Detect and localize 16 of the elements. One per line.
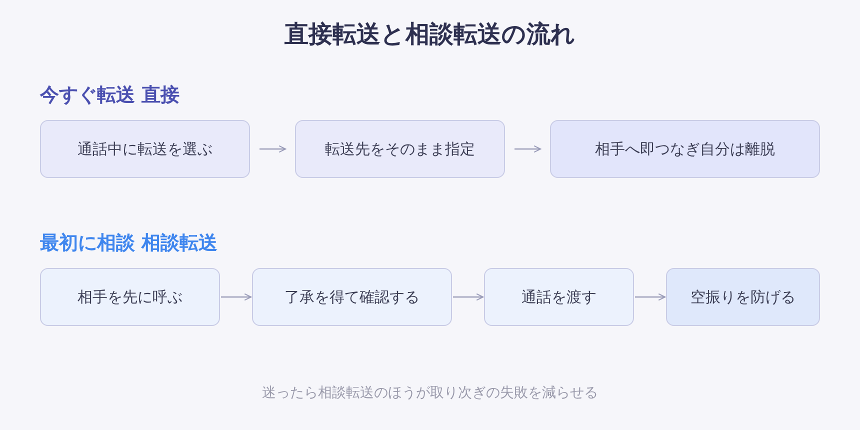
process-box: 転送先をそのまま指定 [295, 120, 505, 178]
section-heading: 最初に相談 相談転送 [40, 231, 218, 256]
process-box: 了承を得て確認する [252, 268, 452, 326]
process-box: 相手を先に呼ぶ [40, 268, 220, 326]
title: 直接転送と相談転送の流れ [284, 19, 576, 50]
section-heading: 今すぐ転送 直接 [40, 83, 180, 108]
process-box: 通話を渡す [484, 268, 634, 326]
arrow [514, 145, 542, 153]
arrow [453, 293, 484, 301]
caption: 迷ったら相談転送のほうが取り次ぎの失敗を減らせる [261, 384, 599, 402]
process-box: 空振りを防げる [666, 268, 820, 326]
arrow [635, 293, 666, 301]
arrow [221, 293, 252, 301]
arrow [260, 145, 286, 153]
process-box: 通話中に転送を選ぶ [40, 120, 250, 178]
process-box: 相手へ即つなぎ自分は離脱 [550, 120, 820, 178]
